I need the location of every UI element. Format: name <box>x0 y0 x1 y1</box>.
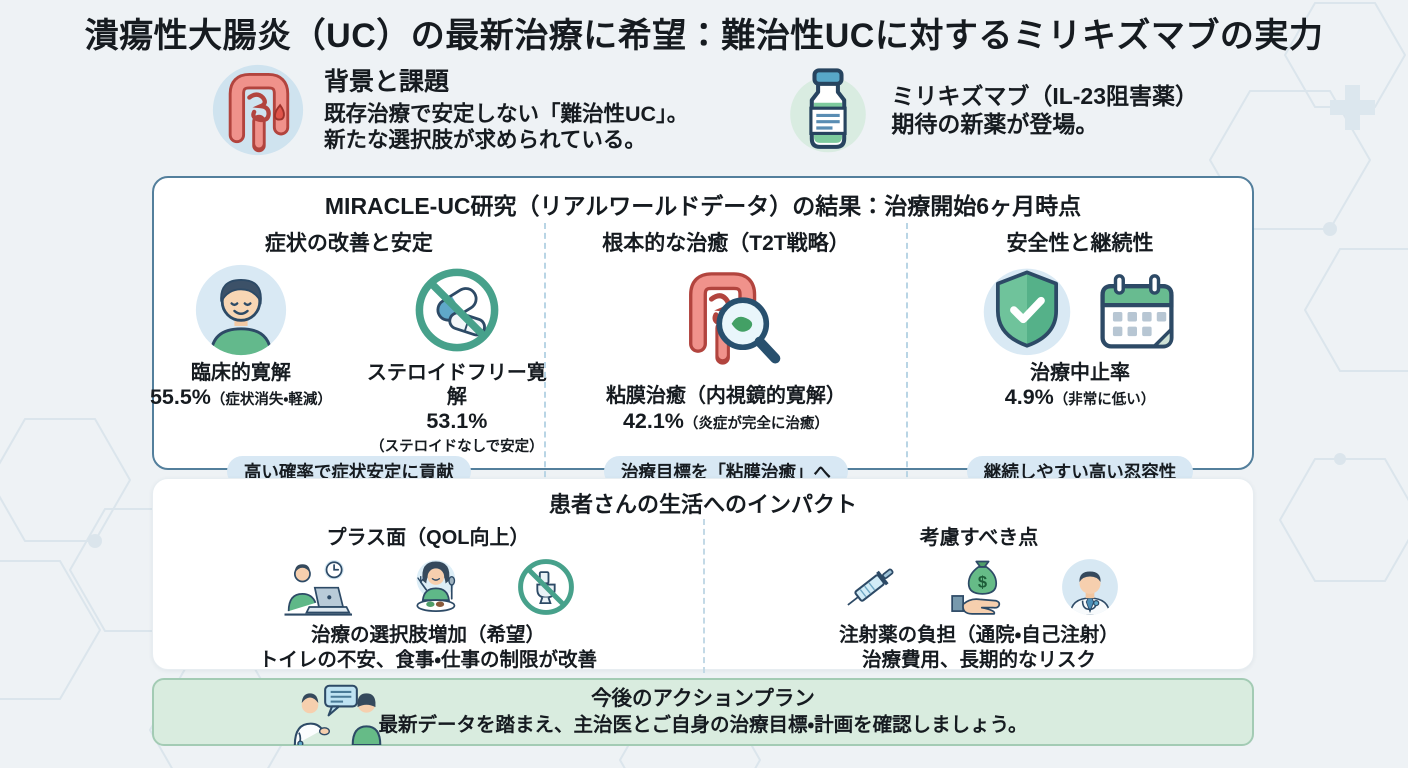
stat-note: （炎症が完全に治癒） <box>683 416 829 432</box>
stat-note: （症状消失・軽減） <box>210 392 332 408</box>
stat-label: 臨床的寛解 <box>190 362 291 384</box>
intro-background-block: 背景と課題 既存治療で安定しない「難治性UC」。 新たな選択肢が求められている。 <box>210 62 688 158</box>
results-panel: MIRACLE-UC研究（リアルワールドデータ）の結果：治療開始6ヶ月時点 症状… <box>150 176 1254 497</box>
syringe-icon <box>847 568 894 606</box>
stat-value: 55.5% <box>149 385 211 409</box>
working-laptop-icon <box>284 560 352 616</box>
considerations-icons: $ <box>837 554 1121 618</box>
shield-check-icon <box>983 268 1071 356</box>
eating-meal-icon <box>416 560 456 612</box>
results-columns: 症状の改善と安定 <box>150 223 1252 497</box>
intro-drug-block: ミリキズマブ（IL-23阻害薬） 期待の新薬が登場。 <box>783 62 1198 158</box>
impact-halves: プラス面（QOL向上） <box>153 519 1253 673</box>
intro-background-title: 背景と課題 <box>324 68 450 97</box>
intro-background-texts: 背景と課題 既存治療で安定しない「難治性UC」。 新たな選択肢が求められている。 <box>324 67 688 153</box>
stat-row: 臨床的寛解 55.5%（症状消失・軽減） <box>150 263 547 456</box>
safety-icons <box>980 263 1180 357</box>
page-title: 潰瘍性大腸炎（UC）の最新治療に希望：難治性UCに対するミリキズマブの実力 <box>84 17 1324 55</box>
results-panel-title: MIRACLE-UC研究（リアルワールドデータ）の結果：治療開始6ヶ月時点 <box>324 193 1082 219</box>
considerations-line2: 治療費用、長期的なリスク <box>861 648 1096 671</box>
stat-note: （非常に低い） <box>1053 392 1156 408</box>
intro-drug-line2: 期待の新薬が登場。 <box>891 111 1099 137</box>
no-steroid-pills-icon <box>415 268 499 352</box>
positive-title: プラス面（QOL向上） <box>326 527 530 549</box>
positive-lines: 治療の選択肢増加（希望） トイレの不安、食事・仕事の制限が改善 <box>259 623 597 673</box>
impact-positive-half: プラス面（QOL向上） <box>153 519 703 673</box>
action-title: 今後のアクションプラン <box>591 687 815 710</box>
column-title: 根本的な治癒（T2T戦略） <box>602 232 850 255</box>
action-panel: 今後のアクションプラン 最新データを踏まえ、主治医とご自身の治療目標・計画を確認… <box>152 678 1254 746</box>
no-toilet-icon <box>518 559 575 615</box>
intestine-icon <box>212 64 304 156</box>
doctor-patient-talk-icon <box>293 684 382 745</box>
stat-clinical-remission: 臨床的寛解 55.5%（症状消失・軽減） <box>150 263 332 456</box>
positive-line2: トイレの不安、食事・仕事の制限が改善 <box>258 648 598 671</box>
intestine-magnifier-icon <box>688 272 781 365</box>
intro-background-line1: 既存治療で安定しない「難治性UC」。 <box>324 101 689 126</box>
stat-valueline: 4.9%（非常に低い） <box>1005 385 1156 411</box>
stat-note: （ステロイドなしで安定） <box>370 438 544 455</box>
stat-value: 53.1% <box>426 409 488 433</box>
intro-background-line2: 新たな選択肢が求められている。 <box>324 127 646 152</box>
stat-valueline: 55.5%（症状消失・軽減） <box>150 385 332 411</box>
column-symptom-improvement: 症状の改善と安定 <box>150 223 547 497</box>
stat-value: 42.1% <box>622 409 684 433</box>
intro-drug-line1: ミリキズマブ（IL-23阻害薬） <box>891 82 1198 109</box>
stat-steroid-free-remission: ステロイドフリー寛解 53.1% （ステロイドなしで安定） <box>367 263 547 456</box>
considerations-title: 考慮すべき点 <box>919 527 1039 549</box>
medicine-vial-icon <box>790 68 867 153</box>
stat-label: 粘膜治癒（内視鏡的寛解） <box>605 385 846 407</box>
column-safety-continuity: 安全性と継続性 <box>906 223 1252 497</box>
column-title: 症状の改善と安定 <box>264 232 433 255</box>
intro-row: 背景と課題 既存治療で安定しない「難治性UC」。 新たな選択肢が求められている。… <box>0 62 1408 158</box>
dollar-sign-glyph: $ <box>978 573 987 592</box>
column-title: 安全性と継続性 <box>1006 232 1154 255</box>
positive-icons <box>279 554 578 618</box>
cost-money-bag-icon: $ <box>951 560 1001 615</box>
smiling-patient-icon <box>195 264 287 356</box>
calendar-icon <box>1100 274 1174 349</box>
stat-label: ステロイドフリー寛解 <box>366 362 547 408</box>
impact-panel: 患者さんの生活へのインパクト プラス面（QOL向上） <box>152 478 1254 673</box>
stat-label: 治療中止率 <box>1030 362 1131 384</box>
medical-cross-icon <box>1330 85 1375 130</box>
impact-panel-title: 患者さんの生活へのインパクト <box>548 492 857 517</box>
considerations-line1: 注射薬の負担（通院・自己注射） <box>839 624 1119 646</box>
intro-drug-texts: ミリキズマブ（IL-23阻害薬） 期待の新薬が登場。 <box>891 82 1198 138</box>
action-text: 最新データを踏まえ、主治医とご自身の治療目標・計画を確認しましょう。 <box>378 713 1028 736</box>
doctor-icon <box>1061 559 1118 615</box>
positive-line1: 治療の選択肢増加（希望） <box>310 624 545 646</box>
considerations-lines: 注射薬の負担（通院・自己注射） 治療費用、長期的なリスク <box>839 623 1119 673</box>
column-mucosal-healing: 根本的な治癒（T2T戦略） 粘膜治癒（内視鏡的寛解） 42.1%（炎症が完全に治… <box>543 223 906 497</box>
impact-considerations-half: 考慮すべき点 <box>703 519 1253 673</box>
stat-valueline: 42.1%（炎症が完全に治癒） <box>623 409 829 435</box>
stat-valueline: 53.1% <box>426 409 487 435</box>
stat-value: 4.9% <box>1004 385 1054 409</box>
